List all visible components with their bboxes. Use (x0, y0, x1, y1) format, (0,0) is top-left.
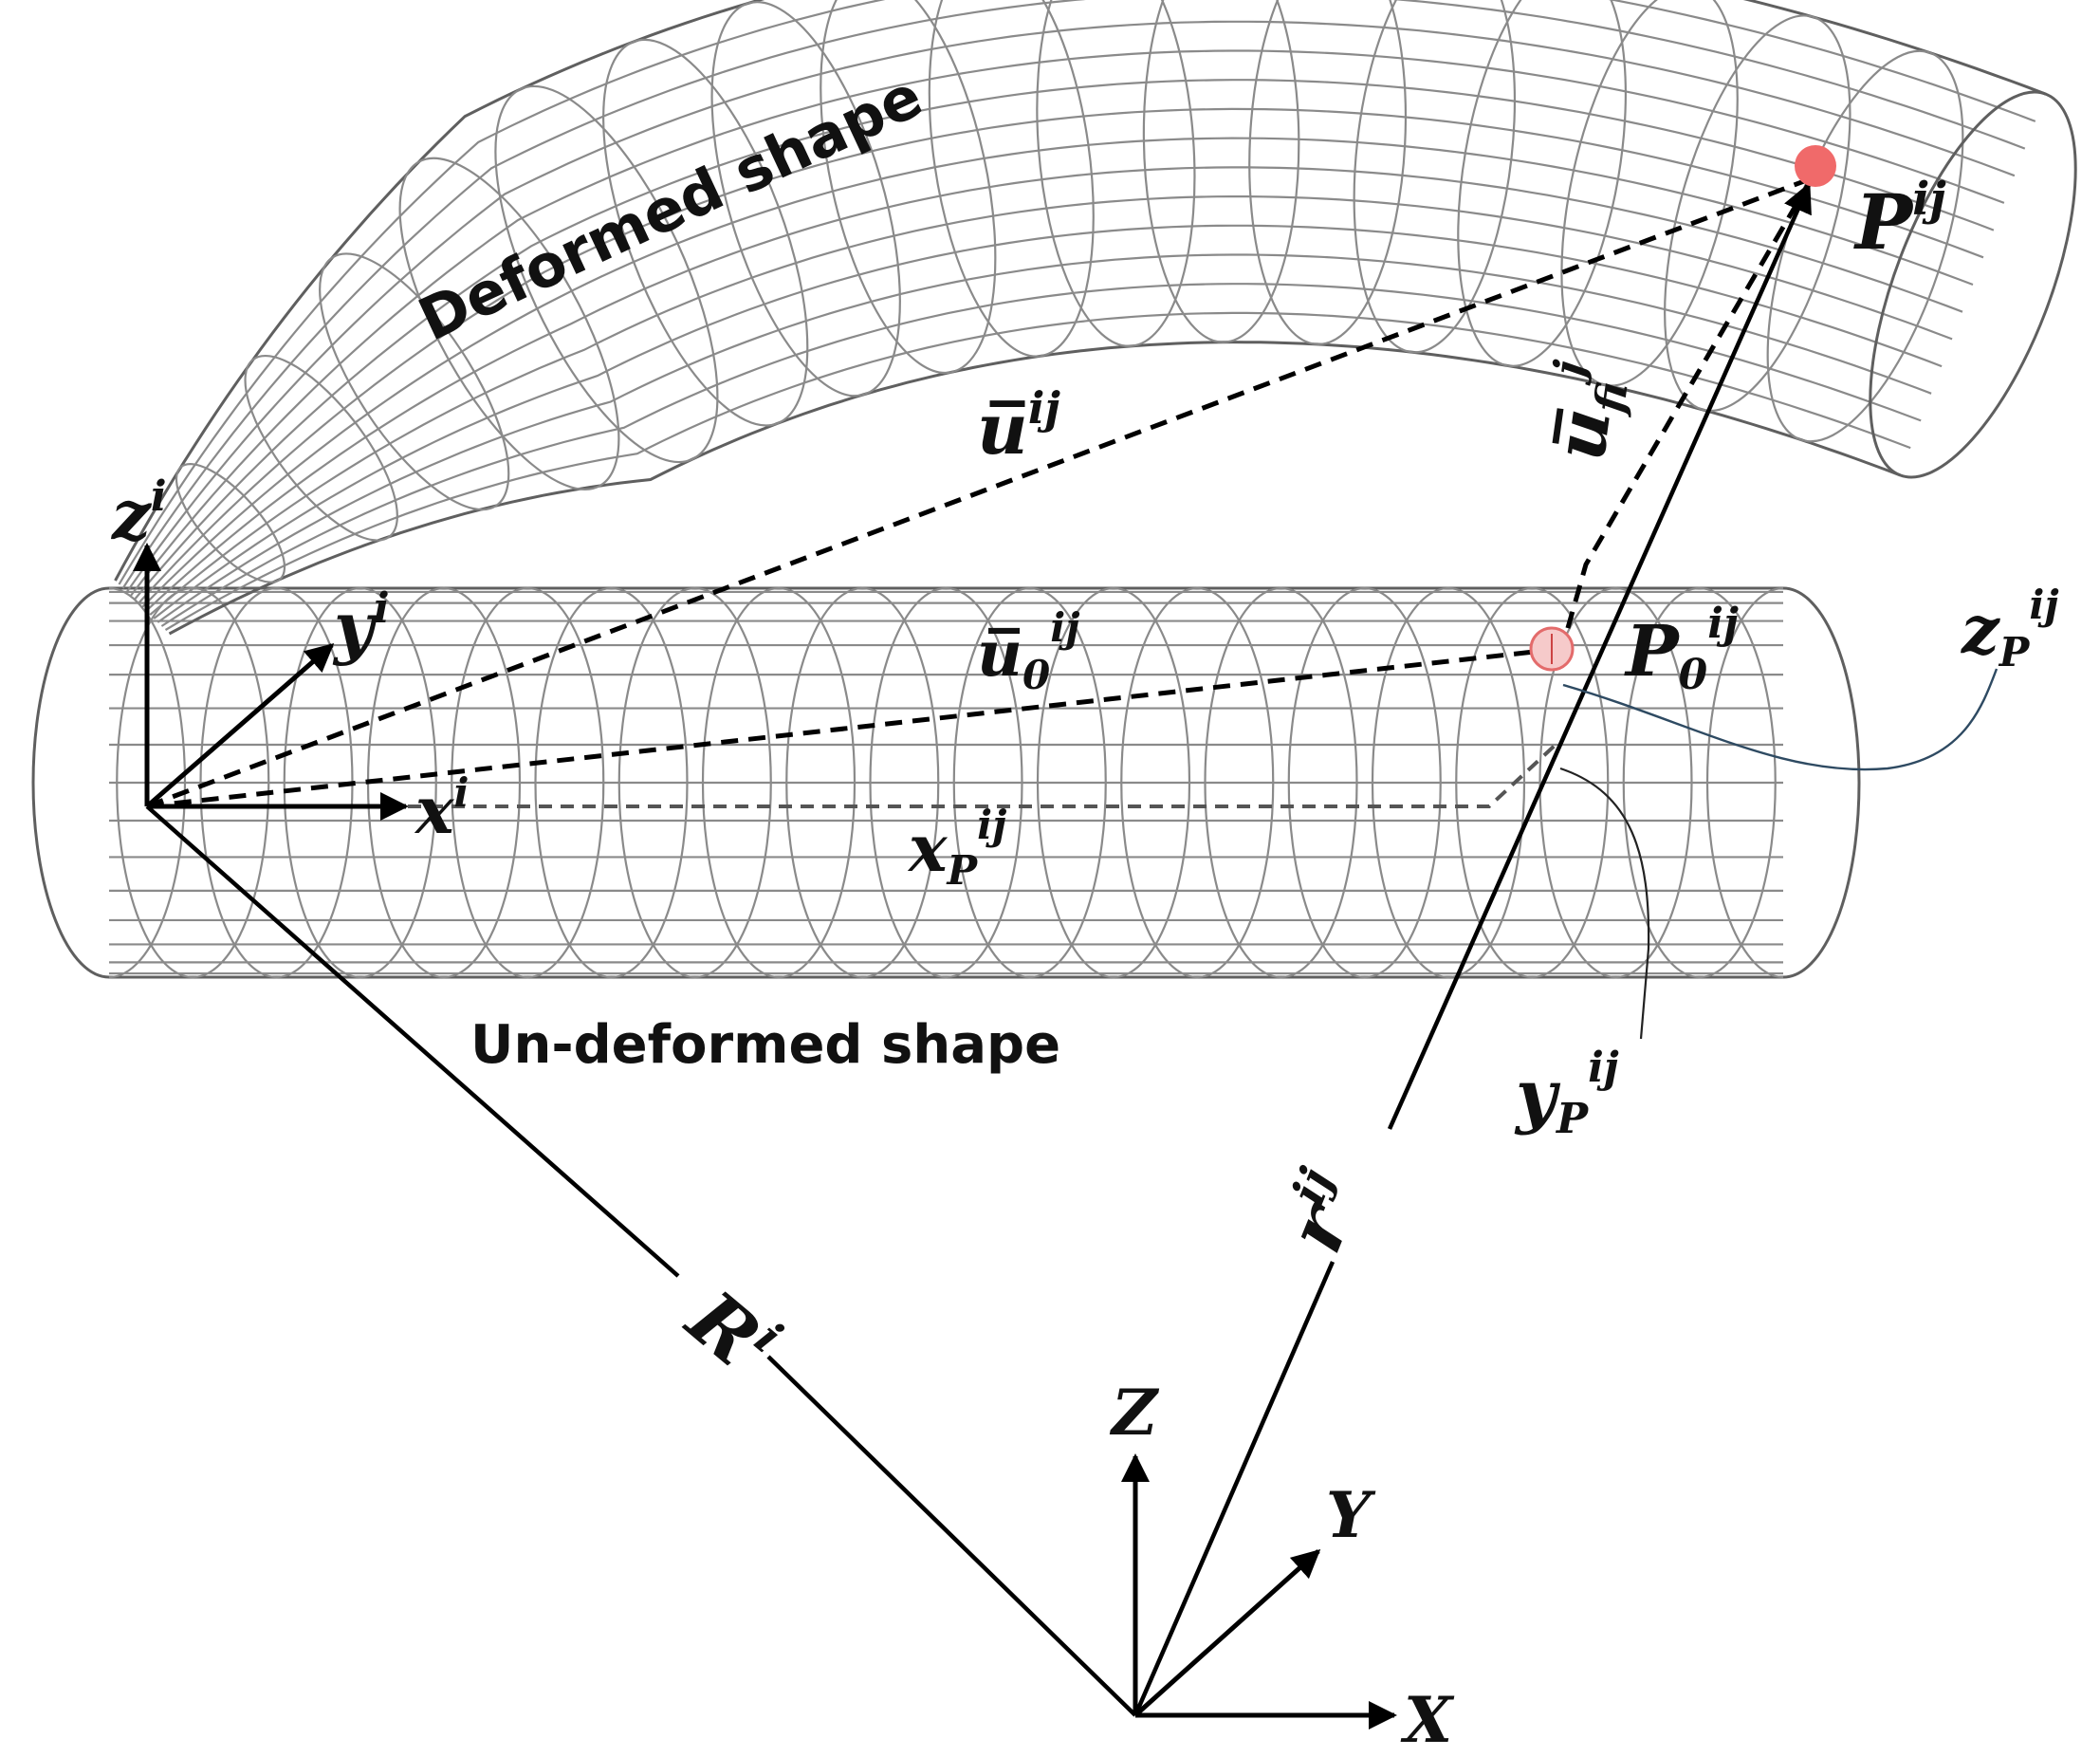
undeformed-ring (1120, 586, 1275, 979)
yp-leader (1559, 767, 1650, 1040)
deformed-long-line (160, 283, 1922, 627)
uf-ij-vector (1557, 176, 1814, 656)
deformed-ring (1248, 0, 1408, 345)
deformed-ring (1353, 0, 1517, 354)
label-y-i: yi (332, 584, 390, 667)
undeformed-start-cap (31, 586, 110, 979)
deformed-ring (820, 0, 997, 375)
deformed-long-line (141, 137, 1974, 608)
label-z-i: zi (110, 472, 167, 555)
undeformed-ring (283, 586, 437, 979)
undeformed-ring (1036, 586, 1191, 979)
label-u-ij: u̅ij (977, 382, 1060, 471)
deformed-long-line (133, 79, 1995, 601)
label-xp-ij: xPij (907, 802, 1006, 894)
r-ij-vector-lower (1133, 1261, 1336, 1716)
label-R-i: Ri (670, 1270, 792, 1394)
R-i-vector-upper (145, 805, 680, 1278)
label-X: X (1400, 1683, 1455, 1757)
points (1529, 145, 1836, 672)
y-i-axis (145, 643, 335, 808)
undeformed-ring (785, 586, 940, 979)
deformed-ring (494, 84, 719, 464)
leader-lines (1559, 668, 1999, 1040)
deformed-ring (319, 252, 510, 511)
u-ij-vector (146, 176, 1813, 809)
deformed-ring (602, 38, 809, 427)
deformed-long-line (157, 253, 1932, 623)
undeformed-ring (1371, 586, 1526, 979)
undeformed-mesh (31, 586, 1861, 979)
deformed-ring (928, 0, 1095, 358)
deformed-long-line (125, 20, 2016, 593)
label-zp-ij: zPij (1960, 582, 2059, 675)
label-P0-ij: P0ij (1624, 600, 1739, 699)
undeformed-ring (617, 586, 772, 979)
deformed-long-line (153, 224, 1943, 620)
label-uf-ij: u̅fij (1534, 358, 1640, 467)
R-i-vector-lower (766, 1355, 1137, 1717)
deformed-ring (1036, 0, 1196, 347)
undeformed-shape-caption: Un-deformed shape (470, 1014, 1060, 1076)
undeformed-end-cap (1782, 586, 1861, 979)
deformed-ring (1457, 0, 1628, 367)
deformed-ring (710, 1, 901, 398)
undeformed-ring (1538, 586, 1693, 979)
point-P-ij (1795, 145, 1836, 187)
undeformed-ring (1204, 586, 1358, 979)
deformed-ring (1869, 90, 2077, 479)
label-x-i: xi (414, 769, 470, 849)
position-vectors (145, 182, 1812, 1717)
deformed-long-line (164, 311, 1911, 631)
deformed-mesh (114, 0, 2077, 636)
undeformed-ring (701, 586, 857, 979)
r-ij-vector-upper (1387, 182, 1812, 1130)
label-Y: Y (1326, 1478, 1376, 1552)
Y-axis (1133, 1548, 1321, 1717)
undeformed-ring (952, 586, 1107, 979)
deformed-long-line (129, 49, 2005, 597)
undeformed-ring (1622, 586, 1777, 979)
deformed-ring (244, 354, 398, 542)
dashed-vectors (146, 176, 1814, 809)
undeformed-ring (1287, 586, 1442, 979)
deformed-long-line (121, 0, 2026, 589)
u0-ij-vector (146, 647, 1552, 809)
deformed-ring (175, 463, 286, 583)
undeformed-ring (869, 586, 1023, 979)
deformed-ring (398, 157, 620, 490)
label-P-ij: Pij (1853, 173, 1946, 267)
xp-ij-line (408, 743, 1557, 808)
global-frame-axes (1121, 1453, 1397, 1729)
undeformed-ring (451, 586, 605, 979)
body-frame-axes (133, 543, 409, 821)
deformed-long-line (145, 166, 1963, 612)
label-r-ij: rij (1267, 1161, 1380, 1264)
deformed-long-line (149, 195, 1953, 616)
deformed-ring (1142, 0, 1300, 343)
label-Z: Z (1109, 1376, 1160, 1450)
deformed-long-line (138, 107, 1984, 604)
deformed-long-line (118, 0, 2036, 585)
label-u0-ij: u̅0ij (977, 604, 1079, 698)
zp-leader (1562, 668, 1999, 771)
deformed-ring (1560, 0, 1739, 387)
undeformed-ring (1455, 586, 1610, 979)
deformed-ring (1664, 14, 1851, 413)
undeformed-ring (534, 586, 689, 979)
labels: zi yi xi u̅ij u̅0ij u̅fij xPij yPij zPij… (110, 173, 2059, 1757)
label-yp-ij: yPij (1514, 1044, 1619, 1143)
